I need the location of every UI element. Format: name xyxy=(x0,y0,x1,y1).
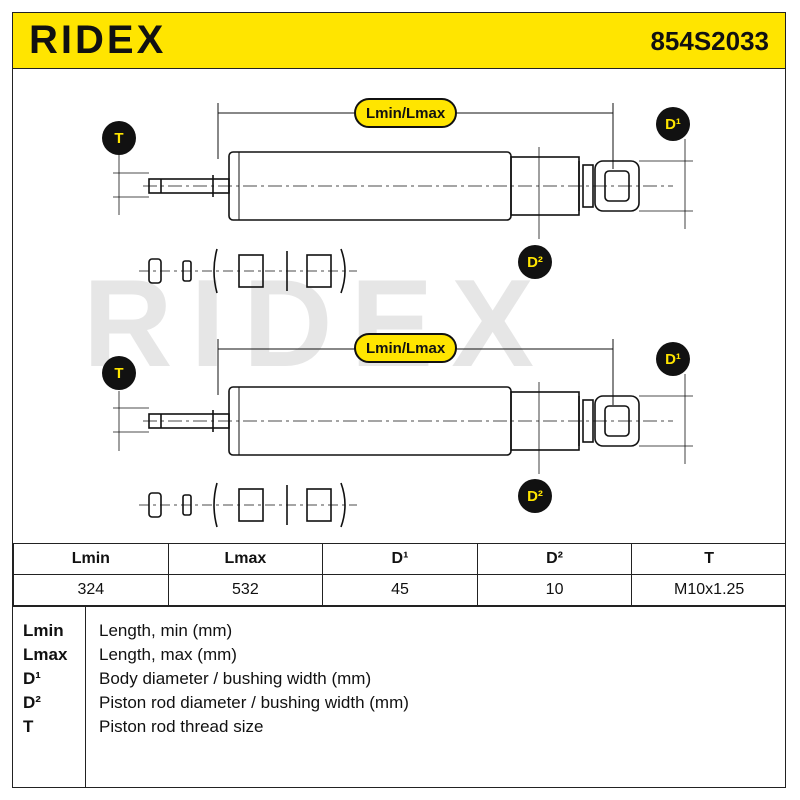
shock-absorber-diagram: RIDEX xyxy=(13,69,785,541)
legend-key: Lmin xyxy=(23,621,64,640)
specs-value-row: 324 532 45 10 M10x1.25 xyxy=(13,574,785,606)
col-header-lmin: Lmin xyxy=(13,543,169,575)
legend: Lmin Length, min (mm) Lmax Length, max (… xyxy=(13,606,785,787)
col-header-lmax: Lmax xyxy=(167,543,324,575)
legend-item: D¹ Body diameter / bushing width (mm) xyxy=(13,667,785,691)
legend-item: Lmax Length, max (mm) xyxy=(13,643,785,667)
col-header-d1: D¹ xyxy=(322,543,478,575)
shock-absorber-upper xyxy=(113,103,693,294)
technical-drawing xyxy=(113,103,693,528)
legend-item: Lmin Length, min (mm) xyxy=(13,619,785,643)
d1-label-lower: D¹ xyxy=(656,342,690,376)
specs-table: Lmin Lmax D¹ D² T 324 532 45 10 M10x1.25 xyxy=(13,543,785,606)
specs-header-row: Lmin Lmax D¹ D² T xyxy=(13,543,785,575)
brand-watermark: RIDEX xyxy=(83,255,552,393)
length-label-upper: Lmin/Lmax xyxy=(354,98,458,128)
legend-desc: Piston rod thread size xyxy=(99,717,264,736)
d2-label-upper: D² xyxy=(518,245,552,279)
legend-desc: Body diameter / bushing width (mm) xyxy=(99,669,372,688)
header-bar: RIDEX 854S2033 xyxy=(13,13,785,69)
value-d1: 45 xyxy=(322,574,478,606)
legend-desc: Length, max (mm) xyxy=(99,645,237,664)
product-sheet: RIDEX 854S2033 RIDEX xyxy=(12,12,786,788)
legend-item: T Piston rod thread size xyxy=(13,715,785,739)
thread-label-upper: T xyxy=(102,121,136,155)
col-header-d2: D² xyxy=(476,543,633,575)
length-label-lower: Lmin/Lmax xyxy=(354,333,458,363)
legend-item: D² Piston rod diameter / bushing width (… xyxy=(13,691,785,715)
brand-logo: RIDEX xyxy=(29,18,167,62)
bushing-set-lower xyxy=(139,482,357,528)
bushing-set-upper xyxy=(139,248,357,294)
value-d2: 10 xyxy=(476,574,633,606)
value-t: M10x1.25 xyxy=(631,574,785,606)
value-lmax: 532 xyxy=(167,574,324,606)
legend-key: T xyxy=(23,717,34,736)
d2-label-lower: D² xyxy=(518,479,552,513)
legend-divider xyxy=(85,607,86,787)
thread-label-lower: T xyxy=(102,356,136,390)
part-number: 854S2033 xyxy=(650,26,769,56)
col-header-t: T xyxy=(631,543,785,575)
legend-desc: Piston rod diameter / bushing width (mm) xyxy=(99,693,409,712)
d1-label-upper: D¹ xyxy=(656,107,690,141)
shock-absorber-lower xyxy=(113,339,693,528)
legend-key: D¹ xyxy=(23,669,41,688)
legend-key: D² xyxy=(23,693,41,712)
legend-desc: Length, min (mm) xyxy=(99,621,233,640)
value-lmin: 324 xyxy=(13,574,169,606)
legend-key: Lmax xyxy=(23,645,68,664)
